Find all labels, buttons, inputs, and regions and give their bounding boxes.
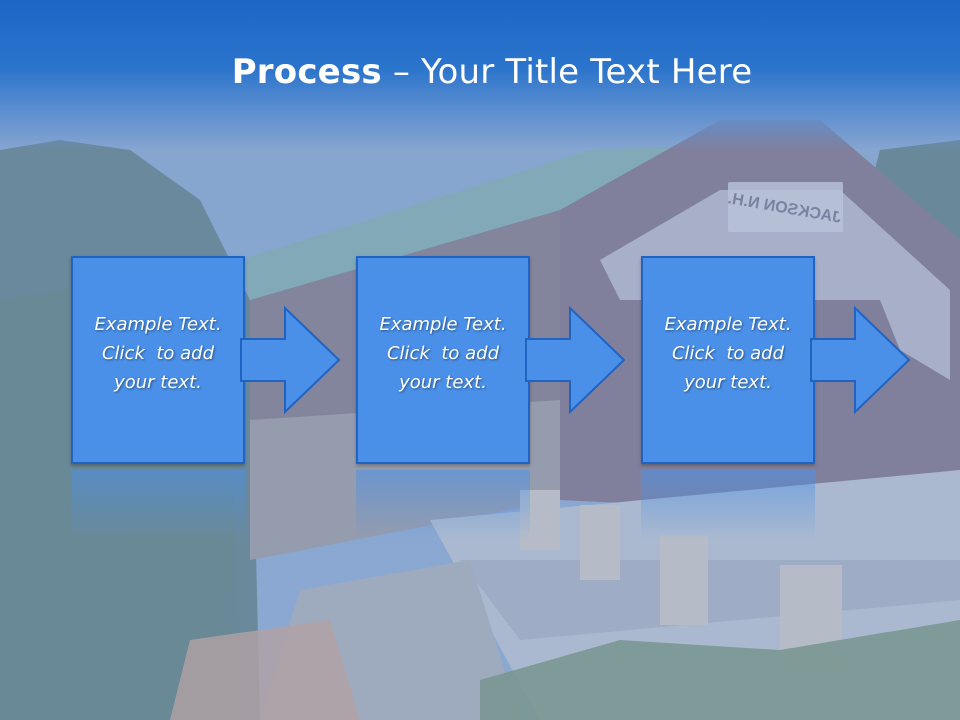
step-text-line-3: your text.	[114, 372, 202, 393]
step-reflection	[641, 470, 815, 540]
process-step-2[interactable]: Example Text. Click to add your text.	[356, 256, 626, 468]
right-arrow-icon	[525, 305, 626, 415]
step-text[interactable]: Example Text. Click to add your text.	[641, 310, 815, 397]
right-arrow-icon	[810, 305, 911, 415]
title-band	[0, 0, 960, 150]
step-text-line-3: your text.	[684, 372, 772, 393]
step-text[interactable]: Example Text. Click to add your text.	[356, 310, 530, 397]
step-text[interactable]: Example Text. Click to add your text.	[71, 310, 245, 397]
slide-title[interactable]: Process – Your Title Text Here	[0, 52, 960, 92]
step-text-line-1: Example Text.	[94, 314, 222, 335]
step-text-line-3: your text.	[399, 372, 487, 393]
right-arrow-icon	[240, 305, 341, 415]
step-text-line-2: Click to add	[386, 343, 499, 364]
step-reflection	[356, 470, 530, 540]
process-step-3[interactable]: Example Text. Click to add your text.	[641, 256, 911, 468]
step-box[interactable]	[71, 256, 245, 464]
step-text-line-2: Click to add	[671, 343, 784, 364]
process-step-1[interactable]: Example Text. Click to add your text.	[71, 256, 341, 468]
step-box[interactable]	[356, 256, 530, 464]
step-text-line-1: Example Text.	[664, 314, 792, 335]
step-box[interactable]	[641, 256, 815, 464]
step-reflection	[71, 470, 245, 540]
title-bold-text: Process	[231, 52, 382, 92]
step-text-line-2: Click to add	[101, 343, 214, 364]
step-text-line-1: Example Text.	[379, 314, 507, 335]
title-rest-text: – Your Title Text Here	[381, 52, 753, 92]
